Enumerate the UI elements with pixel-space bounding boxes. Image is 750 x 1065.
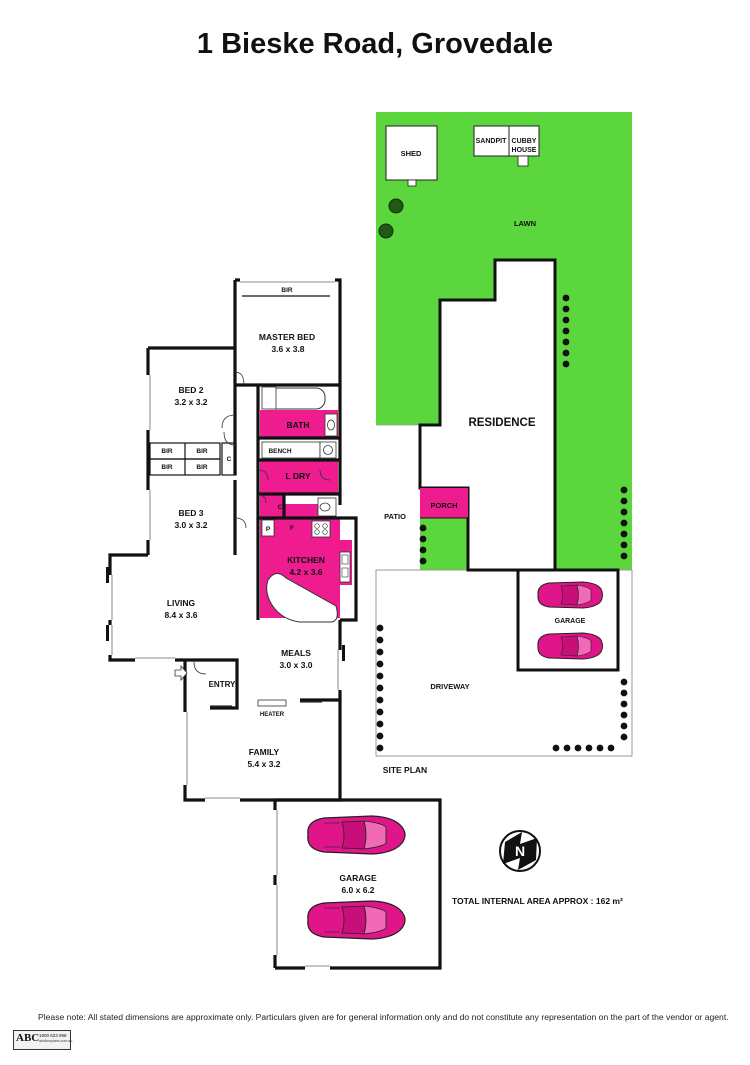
garage-label: GARAGE bbox=[339, 873, 377, 883]
bed2-dims: 3.2 x 3.2 bbox=[174, 397, 207, 407]
logo-web: abcfloorplans.com.au bbox=[39, 1039, 73, 1043]
bench-label: BENCH bbox=[268, 448, 291, 455]
family-dims: 5.4 x 3.2 bbox=[247, 759, 280, 769]
logo-phone: 1800 623 998 bbox=[39, 1033, 67, 1038]
family-label: FAMILY bbox=[249, 747, 280, 757]
sandpit bbox=[473, 125, 510, 157]
living-dims: 8.4 x 3.6 bbox=[164, 610, 197, 620]
entry-label: ENTRY bbox=[209, 680, 236, 689]
cubby-label-2: HOUSE bbox=[512, 147, 537, 154]
compass-letter: N bbox=[515, 843, 525, 859]
heater bbox=[257, 699, 287, 707]
sink bbox=[339, 551, 351, 583]
laundry-label: L DRY bbox=[285, 471, 310, 481]
bir-label: BIR bbox=[281, 287, 293, 294]
driveway-label: DRIVEWAY bbox=[430, 682, 469, 691]
total-area: TOTAL INTERNAL AREA APPROX : 162 m² bbox=[452, 896, 623, 906]
bir-label: BIR bbox=[196, 464, 208, 471]
sandpit-label: SANDPIT bbox=[476, 138, 507, 145]
tree-icon bbox=[378, 223, 394, 239]
shower bbox=[261, 386, 277, 410]
island-bench bbox=[266, 573, 338, 623]
bir-label: BIR bbox=[161, 464, 173, 471]
pantry bbox=[261, 519, 275, 537]
master-bed-label: MASTER BED bbox=[259, 332, 315, 342]
porch-label: PORCH bbox=[430, 501, 457, 510]
garage-dims: 6.0 x 6.2 bbox=[341, 885, 374, 895]
car-icon bbox=[537, 581, 603, 609]
cupboard-area bbox=[260, 494, 284, 518]
meals-dims: 3.0 x 3.0 bbox=[279, 660, 312, 670]
cooktop bbox=[311, 520, 331, 538]
bath-label: BATH bbox=[287, 420, 310, 430]
north-compass-icon: N bbox=[499, 830, 541, 872]
patio-label: PATIO bbox=[384, 512, 406, 521]
shed-label: SHED bbox=[401, 149, 422, 158]
living-label: LIVING bbox=[167, 598, 196, 608]
laundry-area bbox=[260, 460, 338, 494]
site-garage-label: GARAGE bbox=[555, 618, 586, 625]
tree-icon bbox=[388, 198, 404, 214]
porch bbox=[420, 488, 468, 518]
fridge-label: F bbox=[290, 525, 294, 532]
kitchen-dims: 4.2 x 3.6 bbox=[289, 567, 322, 577]
bed3-label: BED 3 bbox=[178, 508, 203, 518]
bed2-label: BED 2 bbox=[178, 385, 203, 395]
cubby-label-1: CUBBY bbox=[512, 138, 537, 145]
car-icon bbox=[537, 632, 603, 660]
bed3-dims: 3.0 x 3.2 bbox=[174, 520, 207, 530]
entry-arrow-icon bbox=[174, 664, 188, 682]
kitchen-label: KITCHEN bbox=[287, 555, 325, 565]
cupboard-label: C bbox=[278, 504, 283, 511]
heater-label: HEATER bbox=[260, 712, 285, 718]
meals-label: MEALS bbox=[281, 648, 311, 658]
cupboard-label: C bbox=[227, 456, 232, 463]
abc-logo: ABC 1800 623 998 abcfloorplans.com.au bbox=[13, 1030, 73, 1050]
disclaimer: Please note: All stated dimensions are a… bbox=[38, 1012, 729, 1022]
site-plan-label: SITE PLAN bbox=[383, 765, 427, 775]
pantry-label: P bbox=[266, 526, 271, 533]
car-icon bbox=[307, 815, 406, 855]
residence-label: RESIDENCE bbox=[468, 417, 535, 429]
bir-label: BIR bbox=[196, 448, 208, 455]
logo-text: ABC bbox=[16, 1032, 40, 1044]
car-icon bbox=[307, 900, 406, 940]
patio-area bbox=[376, 425, 420, 570]
page-title: 1 Bieske Road, Grovedale bbox=[196, 28, 554, 60]
master-bed-dims: 3.6 x 3.8 bbox=[271, 344, 304, 354]
site-plan: SHED SANDPIT CUBBY HOUSE LAWN RESIDENCE … bbox=[375, 112, 633, 775]
house-floor-plan: MASTER BED 3.6 x 3.8 BED 2 3.2 x 3.2 BED… bbox=[106, 278, 442, 970]
lawn-label: LAWN bbox=[514, 219, 536, 228]
bir-label: BIR bbox=[161, 448, 173, 455]
